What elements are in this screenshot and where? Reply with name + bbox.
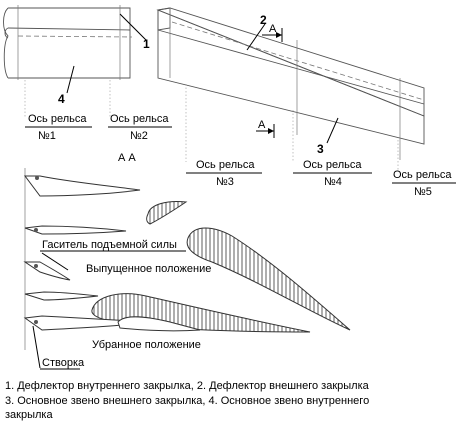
svg-text:4: 4 (58, 92, 65, 106)
svg-text:№4: №4 (324, 176, 342, 188)
svg-text:Ось рельса: Ось рельса (303, 159, 362, 171)
extended-position-label: Выпущенное положение (86, 263, 211, 275)
section-mark-top: А (262, 23, 283, 42)
svg-text:№5: №5 (414, 186, 432, 198)
inner-flap-plan (3, 5, 133, 118)
retracted-position-label: Убранное положение (92, 339, 201, 351)
svg-text:№1: №1 (38, 130, 56, 142)
svg-text:№3: №3 (216, 176, 234, 188)
rail-5-axis: Ось рельса №5 (392, 169, 456, 198)
spoiler-label: Гаситель подъемной силы (40, 239, 186, 271)
svg-text:А: А (269, 23, 277, 35)
section-aa-title: А А (118, 152, 136, 164)
callout-2: 2 (246, 13, 267, 51)
figure-caption: 1. Дефлектор внутреннего закрылка, 2. Де… (5, 379, 455, 423)
svg-text:1: 1 (143, 37, 150, 51)
caption-line-1: 1. Дефлектор внутреннего закрылка, 2. Де… (5, 380, 369, 392)
svg-text:А: А (258, 119, 266, 131)
outer-flap-plan (156, 7, 425, 170)
caption-line-3: закрылка (5, 409, 53, 421)
rail-2-axis: Ось рельса №2 (108, 113, 172, 142)
rail-4-axis: Ось рельса №4 (293, 159, 372, 188)
svg-text:Гаситель подъемной силы: Гаситель подъемной силы (42, 239, 177, 251)
svg-text:Ось рельса: Ось рельса (196, 159, 255, 171)
rail-1-axis: Ось рельса №1 (25, 113, 92, 142)
callout-3: 3 (317, 117, 339, 156)
callout-4: 4 (58, 65, 75, 106)
svg-text:2: 2 (260, 13, 267, 27)
svg-text:3: 3 (317, 142, 324, 156)
svg-text:№2: №2 (130, 130, 148, 142)
svg-text:Ось рельса: Ось рельса (393, 169, 452, 181)
section-aa-wing-profiles (23, 168, 351, 350)
section-mark-bottom: А (256, 119, 275, 138)
svg-text:Створка: Створка (42, 357, 85, 369)
svg-text:Ось рельса: Ось рельса (110, 113, 169, 125)
svg-text:Ось рельса: Ось рельса (28, 113, 87, 125)
door-label: Створка (32, 325, 85, 370)
rail-3-axis: Ось рельса №3 (186, 159, 262, 188)
caption-line-2: 3. Основное звено внешнего закрылка, 4. … (5, 394, 370, 407)
callout-1: 1 (119, 13, 150, 51)
